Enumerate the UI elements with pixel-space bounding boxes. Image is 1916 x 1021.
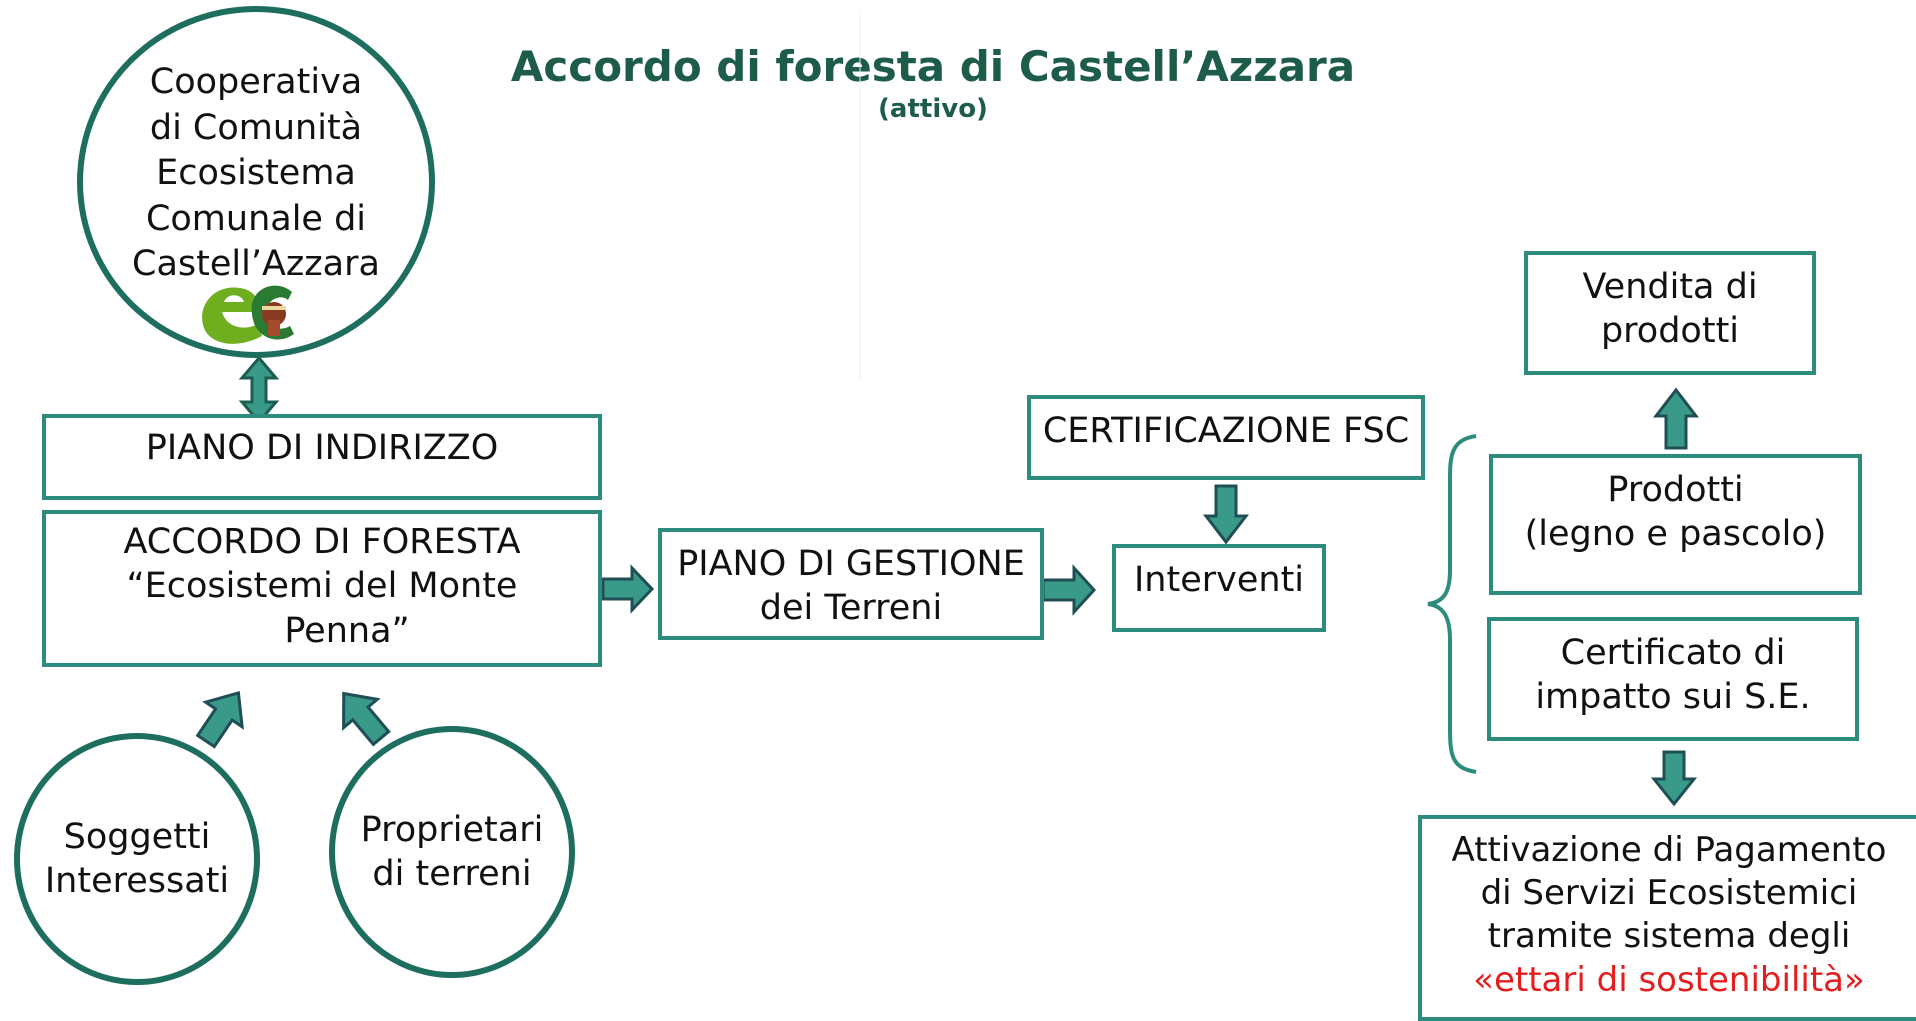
- arrow-to-attivazione: [1650, 750, 1698, 807]
- proprietari-circle: Proprietari di terreni: [329, 726, 575, 978]
- attivazione-line-3: tramite sistema degli: [1487, 916, 1851, 957]
- attivazione-line-2: di Servizi Ecosistemici: [1480, 873, 1858, 914]
- attivazione-line-1: Attivazione di Pagamento: [1451, 830, 1887, 870]
- vendita-box: Vendita di prodotti: [1524, 251, 1816, 375]
- arrow-to-interventi-down: [1202, 484, 1250, 545]
- cooperativa-line-1: Cooperativa: [149, 62, 363, 102]
- arrow-soggetti: [195, 690, 244, 749]
- prodotti-box: Prodotti (legno e pascolo): [1489, 454, 1862, 595]
- accordo-foresta-box: ACCORDO DI FORESTA “Ecosistemi del Monte…: [42, 510, 602, 667]
- diagram-subtitle: (attivo): [878, 94, 988, 124]
- arrow-to-piano-gestione: [601, 564, 655, 614]
- proprietari-line-2: di terreni: [372, 854, 532, 894]
- arrow-proprietari: [342, 691, 391, 747]
- soggetti-line-1: Soggetti: [63, 816, 211, 857]
- piano-gestione-line-2: dei Terreni: [759, 588, 943, 629]
- attivazione-box: Attivazione di Pagamento di Servizi Ecos…: [1418, 815, 1916, 1021]
- soggetti-circle: Soggetti Interessati: [14, 733, 260, 985]
- certificato-line-1: Certificato di: [1560, 633, 1786, 673]
- certificato-box: Certificato di impatto sui S.E.: [1487, 617, 1859, 741]
- certificazione-box: CERTIFICAZIONE FSC: [1027, 395, 1425, 480]
- certificato-line-2: impatto sui S.E.: [1535, 677, 1811, 718]
- accordo-line-1: ACCORDO DI FORESTA: [123, 522, 521, 562]
- cooperativa-line-2: di Comunità: [149, 107, 363, 148]
- prodotti-line-2: (legno e pascolo): [1524, 514, 1827, 555]
- double-arrow: [238, 355, 280, 425]
- piano-gestione-box: PIANO DI GESTIONE dei Terreni: [658, 528, 1044, 640]
- piano-indirizzo-box: PIANO DI INDIRIZZO: [42, 414, 602, 500]
- piano-gestione-line-1: PIANO DI GESTIONE: [677, 544, 1025, 584]
- certificazione-label: CERTIFICAZIONE FSC: [1042, 411, 1410, 451]
- soggetti-line-2: Interessati: [44, 861, 230, 901]
- cooperativa-line-4: Comunale di: [145, 198, 367, 239]
- proprietari-line-1: Proprietari: [360, 809, 544, 850]
- vendita-line-1: Vendita di: [1582, 267, 1758, 307]
- curly-brace: [1427, 434, 1477, 774]
- interventi-label: Interventi: [1133, 560, 1305, 600]
- accordo-line-3: Penna”: [284, 610, 410, 651]
- prodotti-line-1: Prodotti: [1607, 470, 1744, 510]
- attivazione-highlight: «ettari di sostenibilità»: [1473, 959, 1865, 1000]
- vendita-line-2: prodotti: [1600, 311, 1740, 352]
- diagram-title: Accordo di foresta di Castell’Azzara: [510, 42, 1356, 91]
- cooperativa-line-5: Castell’Azzara: [132, 244, 380, 284]
- arrow-to-interventi: [1041, 564, 1097, 616]
- accordo-line-2: “Ecosistemi del Monte: [126, 566, 518, 607]
- cooperativa-line-3: Ecosistema: [156, 153, 356, 193]
- piano-indirizzo-label: PIANO DI INDIRIZZO: [145, 428, 499, 468]
- ecosistema-logo: [202, 285, 294, 344]
- interventi-box: Interventi: [1112, 544, 1326, 632]
- arrow-to-vendita: [1652, 387, 1700, 450]
